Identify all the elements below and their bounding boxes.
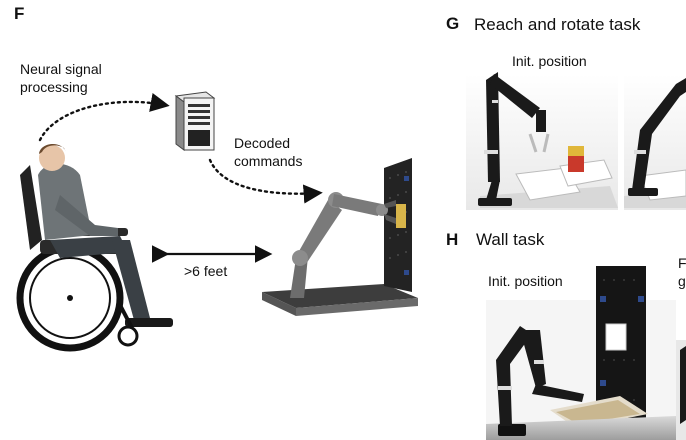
panel-g-letter: G [446, 14, 460, 33]
panel-f-letter: F [14, 4, 25, 23]
signal-arrow-to-server [38, 92, 170, 142]
panel-h-init-position-label: Init. position [488, 273, 563, 289]
decoded-commands-label-line2: commands [234, 153, 303, 169]
panel-h-title: Wall task [476, 230, 545, 249]
reach-rotate-photo-right [624, 74, 686, 210]
server-computer-icon [174, 91, 216, 151]
panel-g-title: Reach and rotate task [474, 15, 641, 34]
wall-task-photo [486, 266, 676, 440]
wheelchair-user-illustration [16, 143, 173, 352]
decoded-commands-label-line1: Decoded [234, 135, 291, 151]
wall-task-photo-right-edge [676, 340, 686, 440]
command-arrow-to-robot [208, 158, 323, 204]
reach-rotate-photo-left [466, 72, 618, 210]
distance-label: >6 feet [184, 263, 228, 279]
robot-arm-illustration [262, 158, 418, 316]
panel-g-init-position-label: Init. position [512, 53, 587, 69]
neural-signal-label-line1: Neural signal [20, 61, 102, 77]
panel-h-letter: H [446, 230, 459, 249]
panel-h-cut-label-2: g [678, 273, 686, 289]
panel-h-cut-label-1: F [678, 255, 686, 271]
neural-signal-label-line2: processing [20, 79, 88, 95]
